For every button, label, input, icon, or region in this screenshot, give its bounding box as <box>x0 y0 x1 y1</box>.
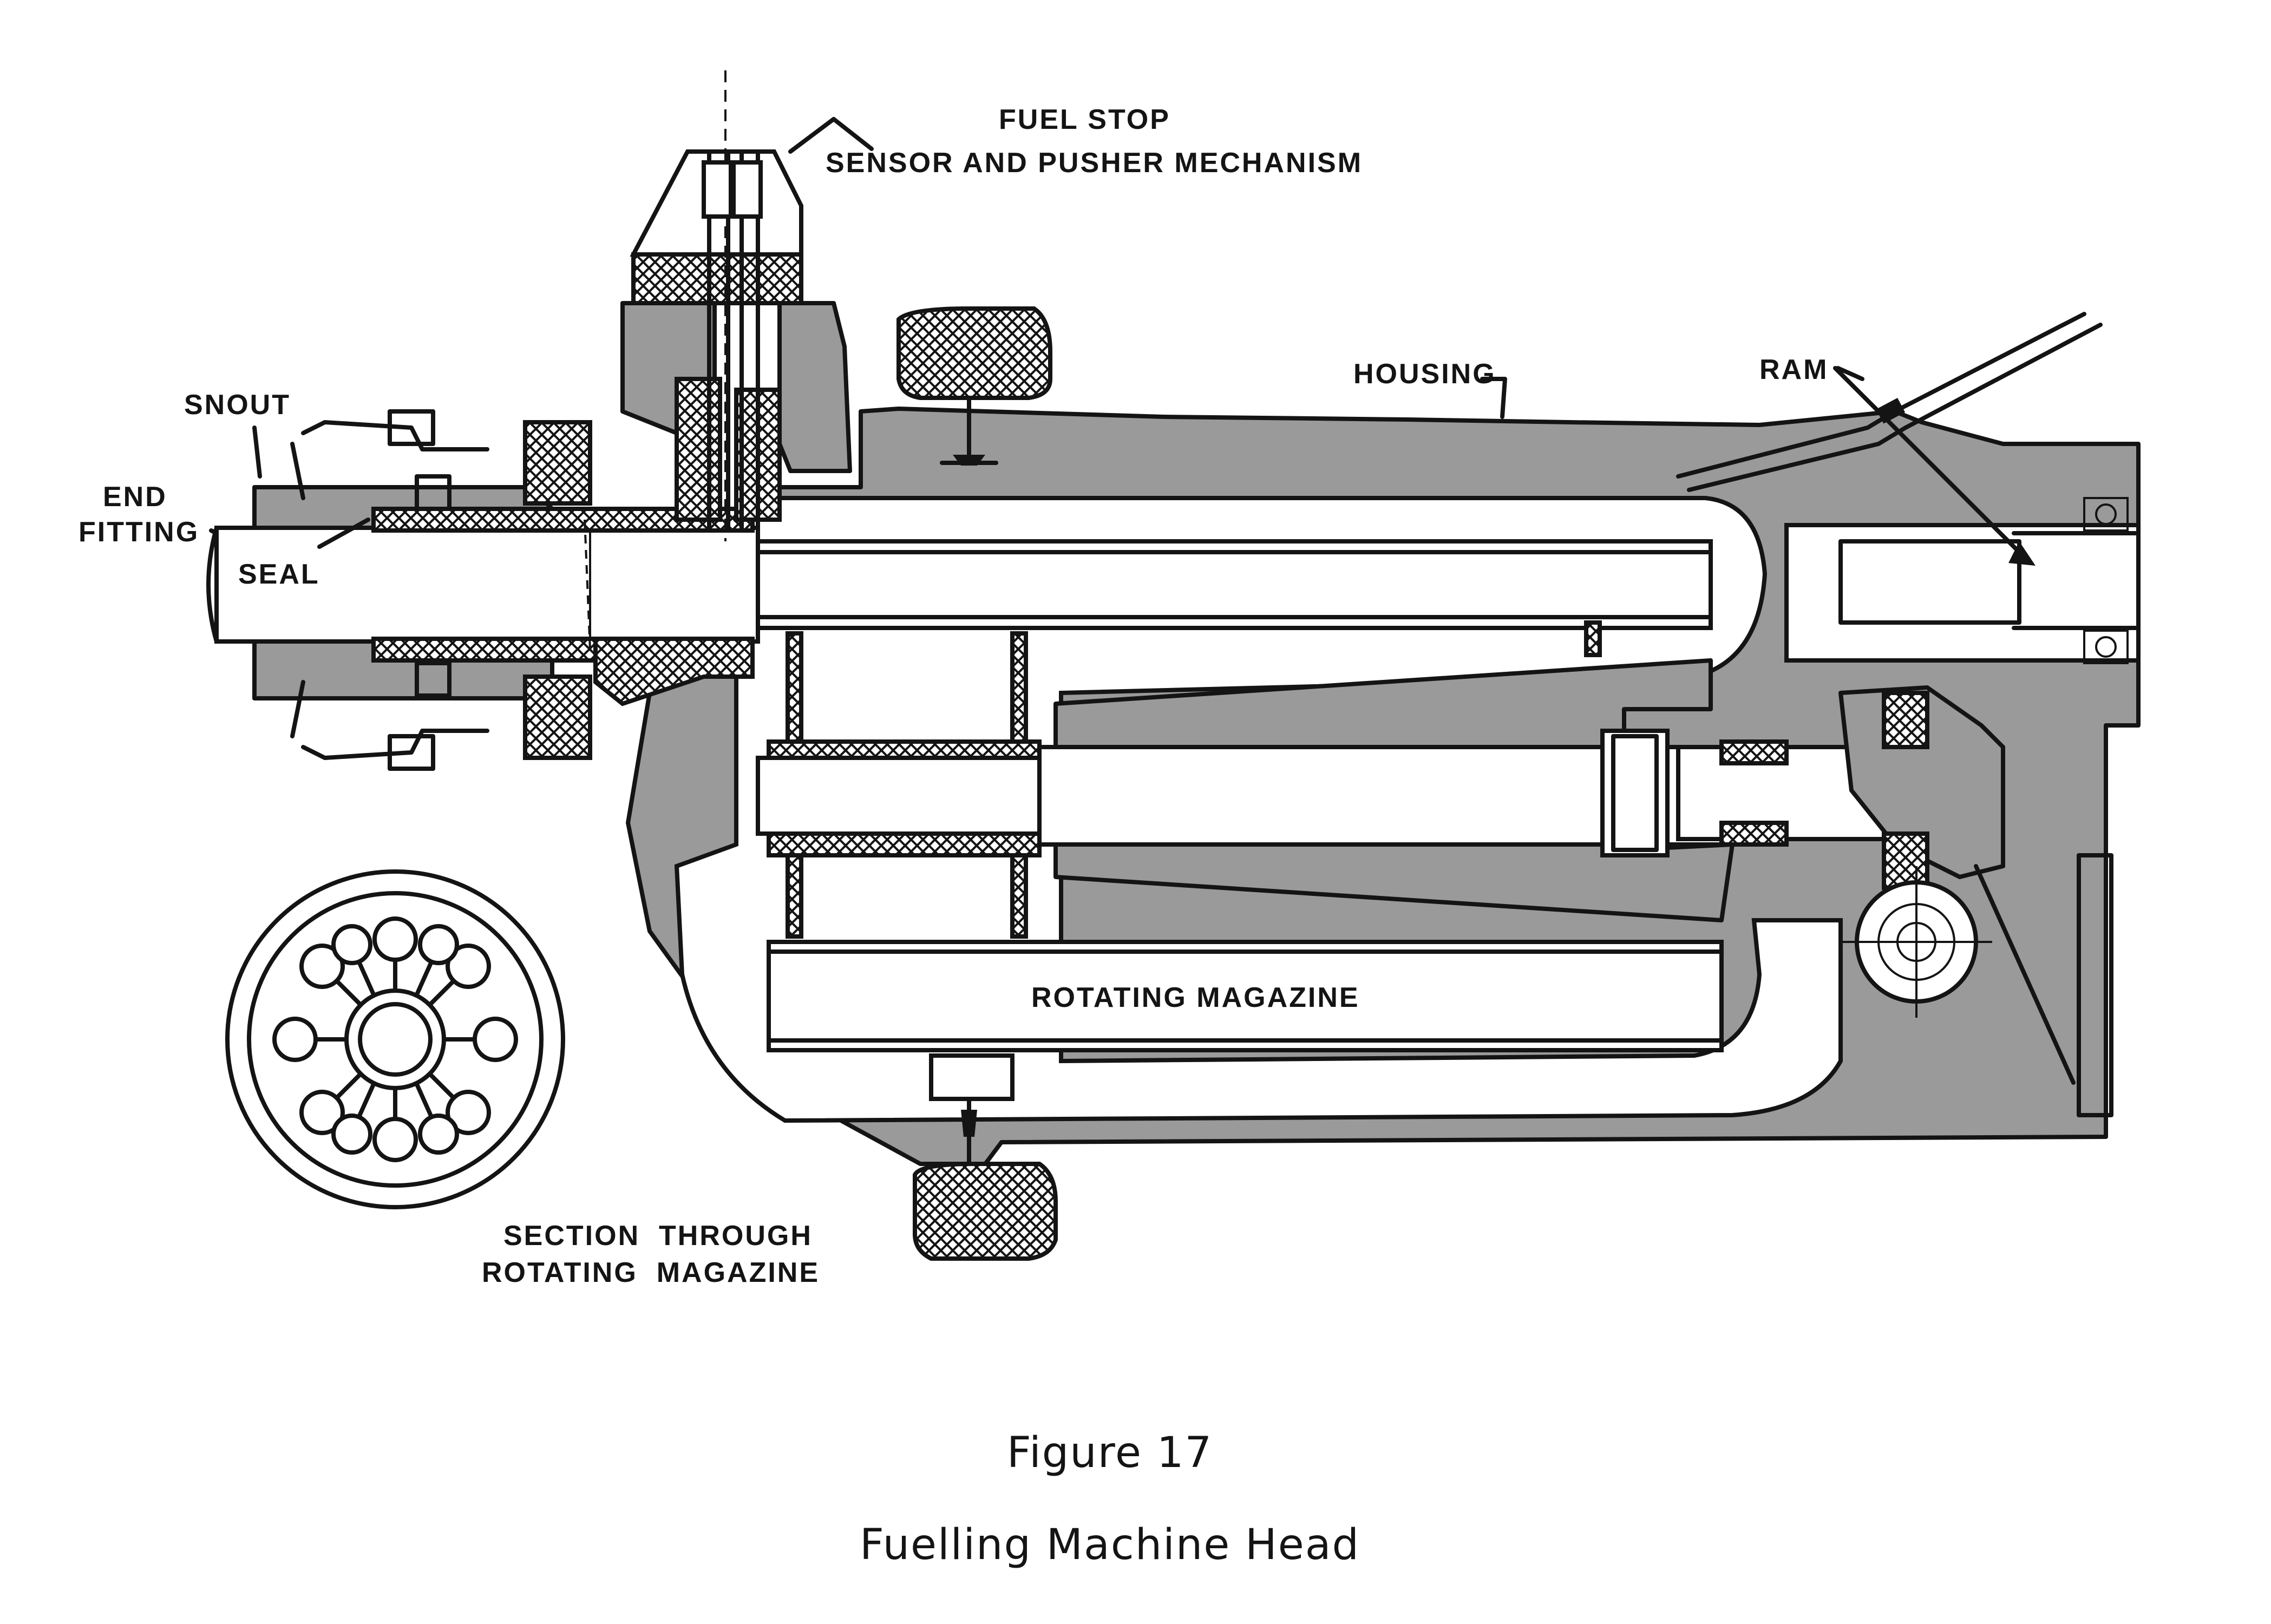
support-rollers <box>896 306 1058 1261</box>
ram-rod <box>1676 312 2103 566</box>
magazine-section-inset <box>225 869 565 1209</box>
fuel-stop-label-line1: FUEL STOP <box>999 104 1170 135</box>
ram-label: RAM <box>1759 354 1828 385</box>
lower-magazine-tube <box>767 940 1724 1052</box>
figure-number: Figure 17 <box>1007 1429 1213 1477</box>
snout-label: SNOUT <box>184 389 291 421</box>
snout-assembly <box>206 409 760 771</box>
upper-magazine-tube <box>756 539 1713 630</box>
fuel-stop-label-line2: SENSOR AND PUSHER MECHANISM <box>826 147 1363 179</box>
gear-assembly <box>1838 685 2113 1117</box>
leader-lines <box>209 117 1864 549</box>
end-fitting-label-line2: FITTING <box>78 516 199 548</box>
ram-bore <box>1784 497 2141 664</box>
figure-title: Fuelling Machine Head <box>860 1521 1360 1569</box>
section-label-line2: ROTATING MAGAZINE <box>482 1257 820 1288</box>
seal-label: SEAL <box>238 559 320 590</box>
rotating-magazine-label: ROTATING MAGAZINE <box>1031 982 1360 1013</box>
fuel-stop-mechanism <box>620 70 852 541</box>
section-label-line1: SECTION THROUGH <box>503 1220 813 1252</box>
end-fitting-label-line1: END <box>103 481 167 513</box>
housing-label: HOUSING <box>1353 358 1496 390</box>
